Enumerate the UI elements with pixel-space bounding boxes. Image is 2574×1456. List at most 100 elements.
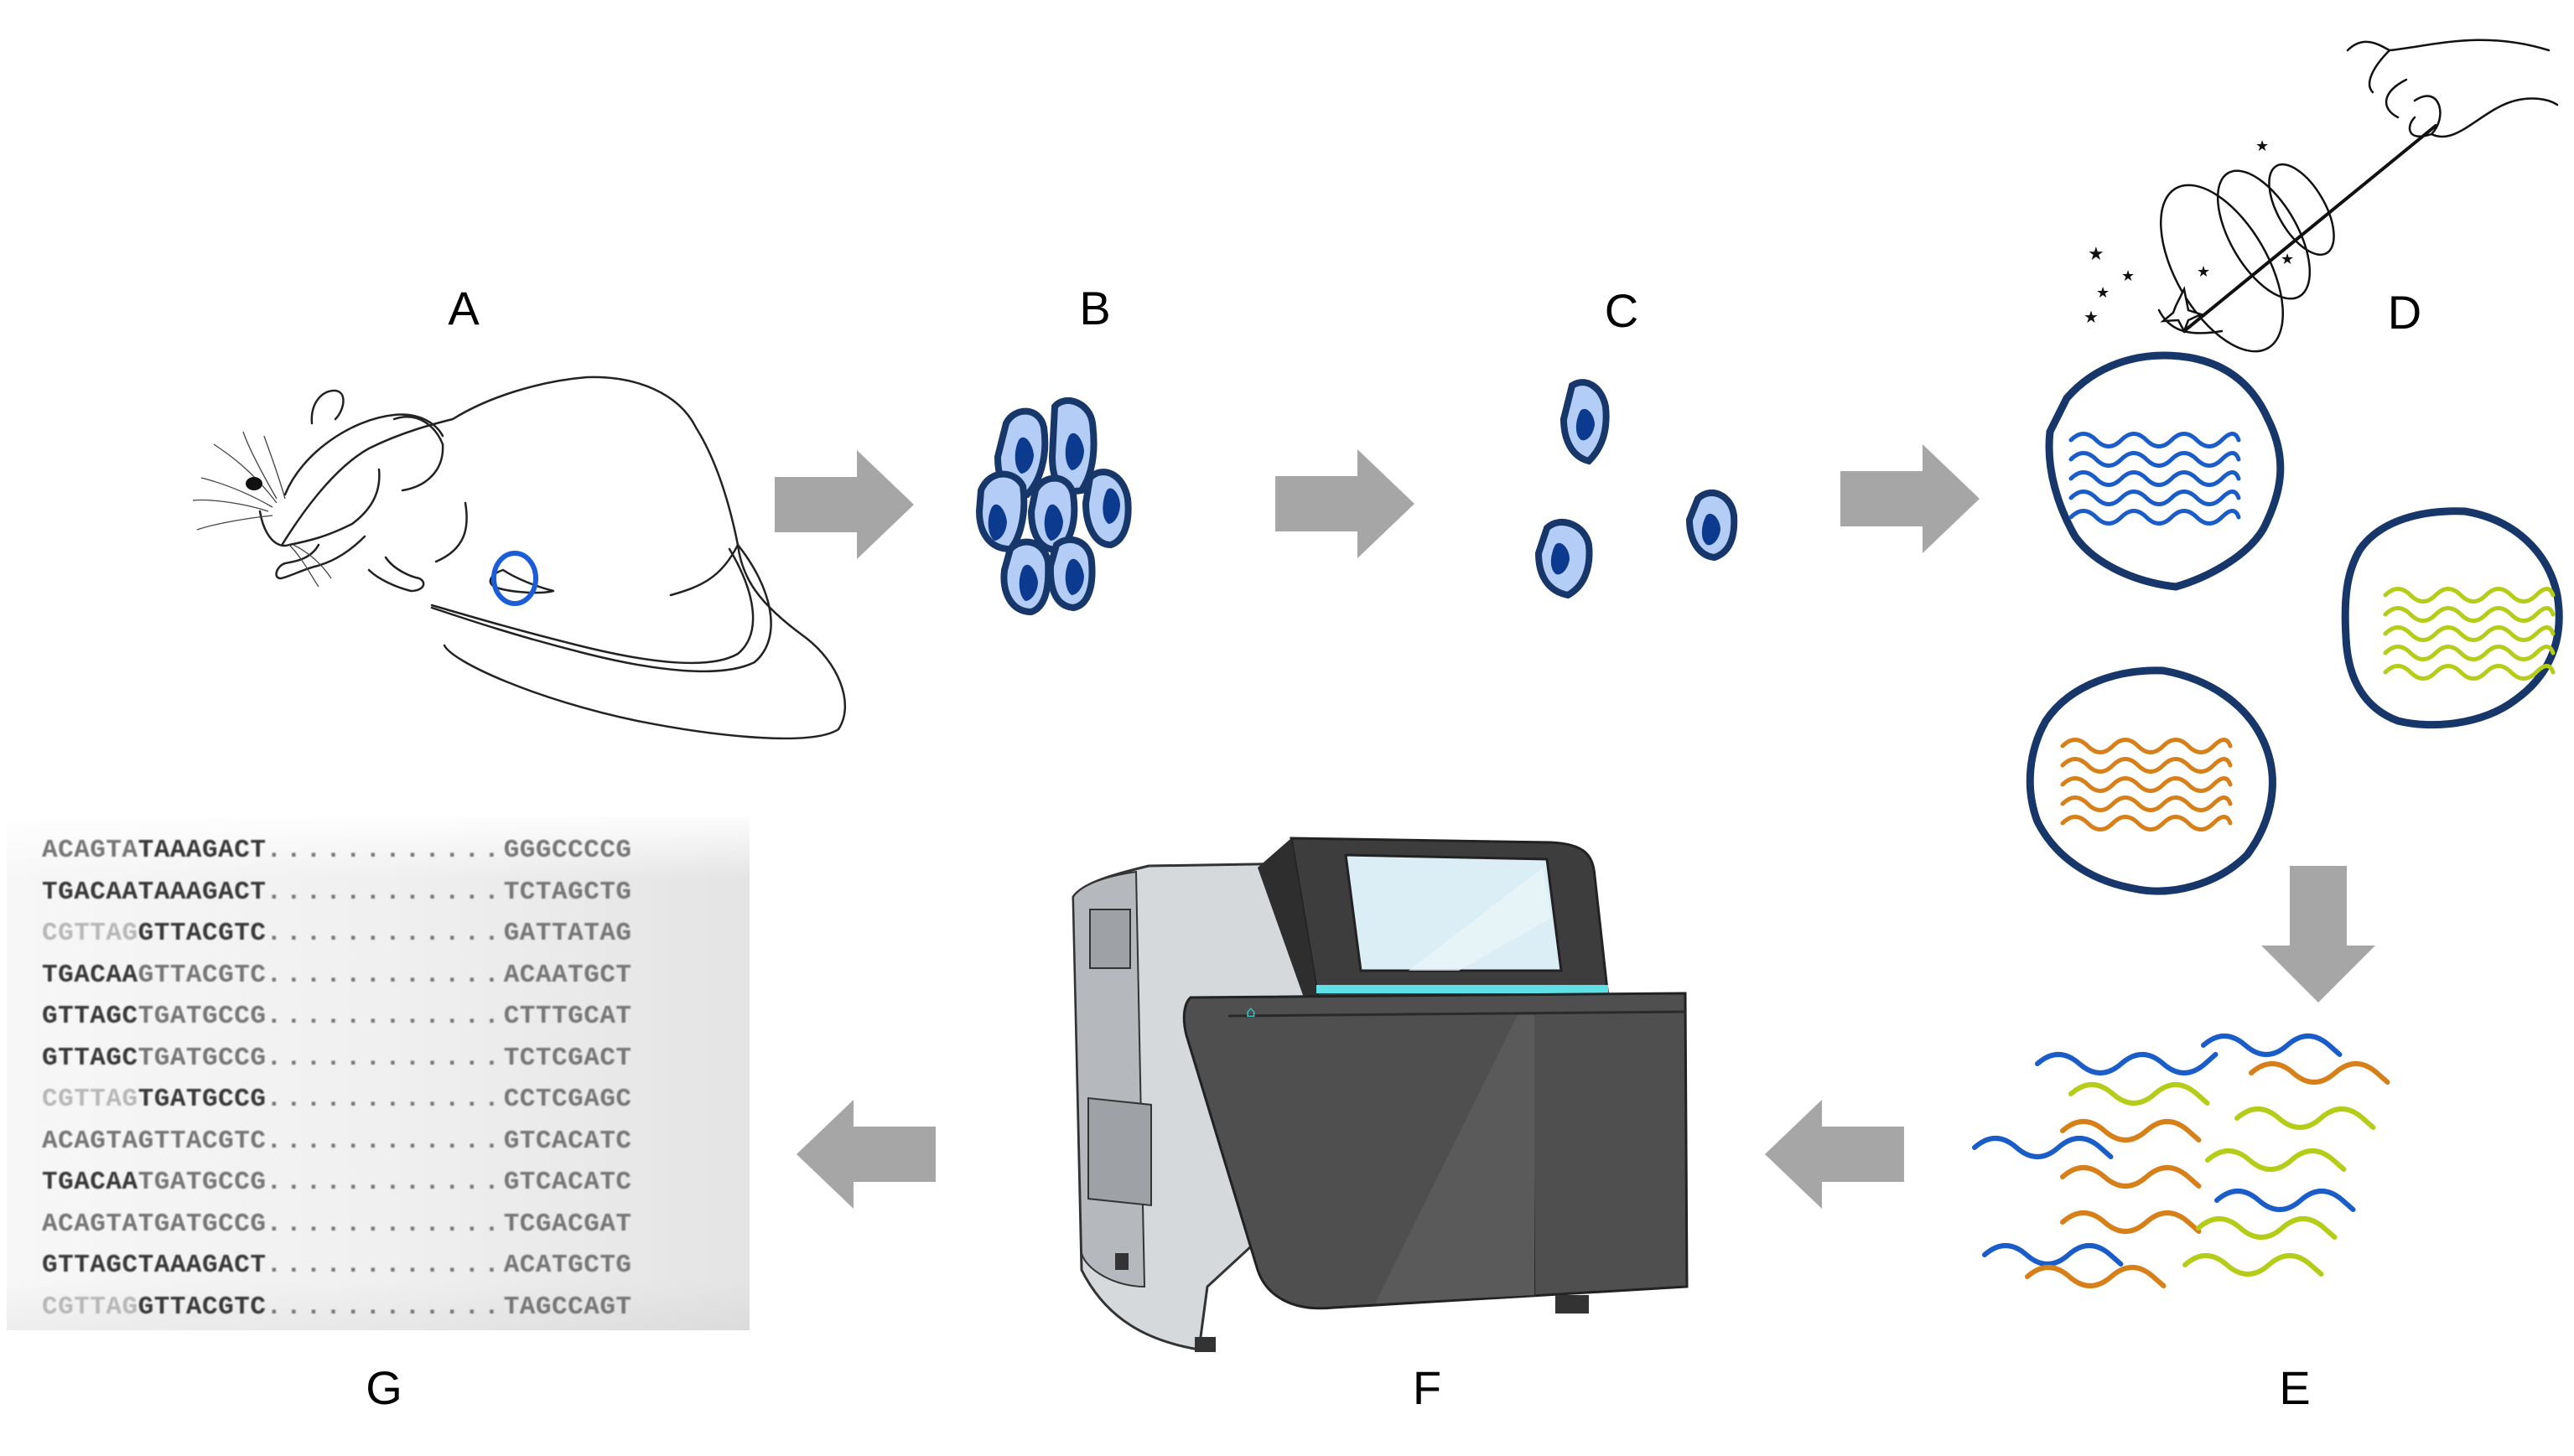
sequence-gap-dots: ............: [266, 1251, 504, 1280]
cell-orange-rna: [2026, 666, 2276, 895]
tissue-cell-cluster: [975, 396, 1132, 616]
cell-blue-rna: [2045, 351, 2285, 591]
machine-logo-icon: ⌂: [1246, 1003, 1255, 1021]
rna-fragment: [2196, 1216, 2338, 1240]
sequence-core: TAAAGACT: [138, 877, 267, 907]
sequence-suffix: CTTTGCAT: [503, 1002, 632, 1031]
sequence-gap-dots: ............: [266, 1168, 504, 1197]
sequence-core: GTTACGTC: [138, 1126, 267, 1156]
rna-fragment: [2182, 1253, 2324, 1277]
cell-green-rna: [2341, 507, 2563, 729]
sequence-prefix: ACAGTA: [42, 1126, 138, 1156]
sequence-core: GTTACGTC: [138, 919, 267, 948]
step-label-c: C: [1604, 284, 1639, 337]
magic-wand-icon: ★ ★ ★ ★ ★ ★ ★: [2084, 39, 2559, 353]
sequence-suffix: GATTATAG: [503, 919, 632, 948]
sequence-prefix: CGTTAG: [42, 1292, 138, 1322]
rna-fragment: [1972, 1136, 2114, 1159]
arrow-d-to-e: [2261, 866, 2375, 1003]
sequence-gap-dots: ............: [266, 1043, 504, 1073]
rna-fragment: [2205, 1148, 2347, 1172]
sequence-core: GTTACGTC: [138, 960, 267, 990]
sequence-prefix: TGACAA: [42, 877, 138, 907]
rna-fragment: [2234, 1106, 2376, 1130]
svg-text:★: ★: [2197, 263, 2210, 281]
sequence-suffix: GGGCCCCG: [503, 836, 632, 865]
sequence-read-row: TGACAATAAAGACT............TCTAGCTG: [42, 878, 632, 907]
sequence-core: TGATGCCG: [138, 1209, 267, 1239]
sequence-suffix: GTCACATC: [503, 1168, 632, 1197]
rna-fragment: [2035, 1052, 2219, 1075]
sequence-prefix: TGACAA: [42, 1168, 138, 1197]
svg-text:★: ★: [2281, 251, 2294, 268]
dissociated-single-cells: [1534, 379, 1738, 599]
step-label-b: B: [1079, 282, 1111, 334]
arrow-f-to-g: [797, 1100, 936, 1209]
sequence-gap-dots: ............: [266, 1002, 504, 1031]
tissue-sample-marker-circle: [491, 551, 538, 606]
sequence-suffix: GTCACATC: [503, 1126, 632, 1156]
sequence-suffix: TCTCGACT: [503, 1043, 632, 1073]
sequence-gap-dots: ............: [266, 1126, 504, 1156]
sequence-read-row: CGTTAGGTTACGTC............TAGCCAGT: [42, 1293, 632, 1322]
sequence-prefix: ACAGTA: [42, 1209, 138, 1239]
rna-fragment: [2214, 1189, 2356, 1212]
step-label-g: G: [366, 1361, 402, 1414]
sequence-gap-dots: ............: [266, 1085, 504, 1114]
rna-fragment: [2060, 1165, 2202, 1189]
sequence-gap-dots: ............: [266, 960, 504, 990]
sequence-read-row: GTTAGCTAAAGACT............ACATGCTG: [42, 1251, 632, 1280]
sequence-suffix: TCTAGCTG: [503, 877, 632, 907]
machine-vent-bottom: [1087, 1096, 1152, 1207]
sequence-prefix: GTTAGC: [42, 1251, 138, 1280]
arrow-b-to-c: [1275, 449, 1414, 558]
arrow-e-to-f: [1765, 1100, 1904, 1209]
sequence-core: TGATGCCG: [138, 1168, 267, 1197]
arrow-c-to-d: [1840, 444, 1980, 553]
rna-fragment: [2060, 1210, 2202, 1234]
step-label-f: F: [1412, 1361, 1442, 1414]
rna-fragment: [1982, 1243, 2124, 1267]
svg-text:★: ★: [2096, 284, 2110, 302]
svg-text:★: ★: [2255, 137, 2269, 155]
sequence-read-row: GTTAGCTGATGCCG............TCTCGACT: [42, 1044, 632, 1073]
sequence-core: TGATGCCG: [138, 1002, 267, 1031]
sequence-prefix: CGTTAG: [42, 919, 138, 948]
svg-text:★: ★: [2084, 307, 2099, 327]
step-label-d: D: [2387, 286, 2422, 339]
step-label-a: A: [448, 282, 480, 334]
sequence-core: TGATGCCG: [138, 1085, 267, 1114]
sequence-gap-dots: ............: [266, 836, 504, 865]
rna-fragment: [2060, 1119, 2202, 1143]
sequence-suffix: TCGACGAT: [503, 1209, 632, 1239]
rna-fragment: [2249, 1061, 2390, 1085]
sequence-gap-dots: ............: [266, 919, 504, 948]
pooled-rna-fragments: [1972, 1034, 2390, 1288]
sequence-core: TAAAGACT: [138, 1251, 267, 1280]
sequence-read-row: ACAGTAGTTACGTC............GTCACATC: [42, 1127, 632, 1156]
sequence-read-row: TGACAATGATGCCG............GTCACATC: [42, 1168, 632, 1197]
sequence-prefix: CGTTAG: [42, 1085, 138, 1114]
machine-vent-top: [1089, 909, 1131, 969]
mouse-eye: [246, 477, 262, 490]
sequence-prefix: ACAGTA: [42, 836, 138, 865]
sequence-prefix: GTTAGC: [42, 1002, 138, 1031]
sequence-core: TGATGCCG: [138, 1043, 267, 1073]
sequence-suffix: ACAATGCT: [503, 960, 632, 990]
sequence-suffix: ACATGCTG: [503, 1251, 632, 1280]
barcoded-cells: [2026, 351, 2563, 895]
sequence-core: TAAAGACT: [138, 836, 267, 865]
sequence-read-row: ACAGTATGATGCCG............TCGACGAT: [42, 1210, 632, 1239]
sequence-gap-dots: ............: [266, 1292, 504, 1322]
sequence-suffix: TAGCCAGT: [503, 1292, 632, 1322]
step-label-e: E: [2279, 1361, 2311, 1414]
sequence-read-row: ACAGTATAAAGACT............GGGCCCCG: [42, 836, 632, 865]
svg-text:★: ★: [2088, 244, 2104, 265]
rna-fragment: [2068, 1082, 2210, 1106]
rna-fragment: [2201, 1034, 2343, 1057]
machine-status-light: [1316, 985, 1608, 993]
sequence-core: GTTACGTC: [138, 1292, 267, 1322]
sequence-read-row: CGTTAGTGATGCCG............CCTCGAGC: [42, 1085, 632, 1114]
sequencer-machine: ⌂: [1072, 837, 1689, 1352]
